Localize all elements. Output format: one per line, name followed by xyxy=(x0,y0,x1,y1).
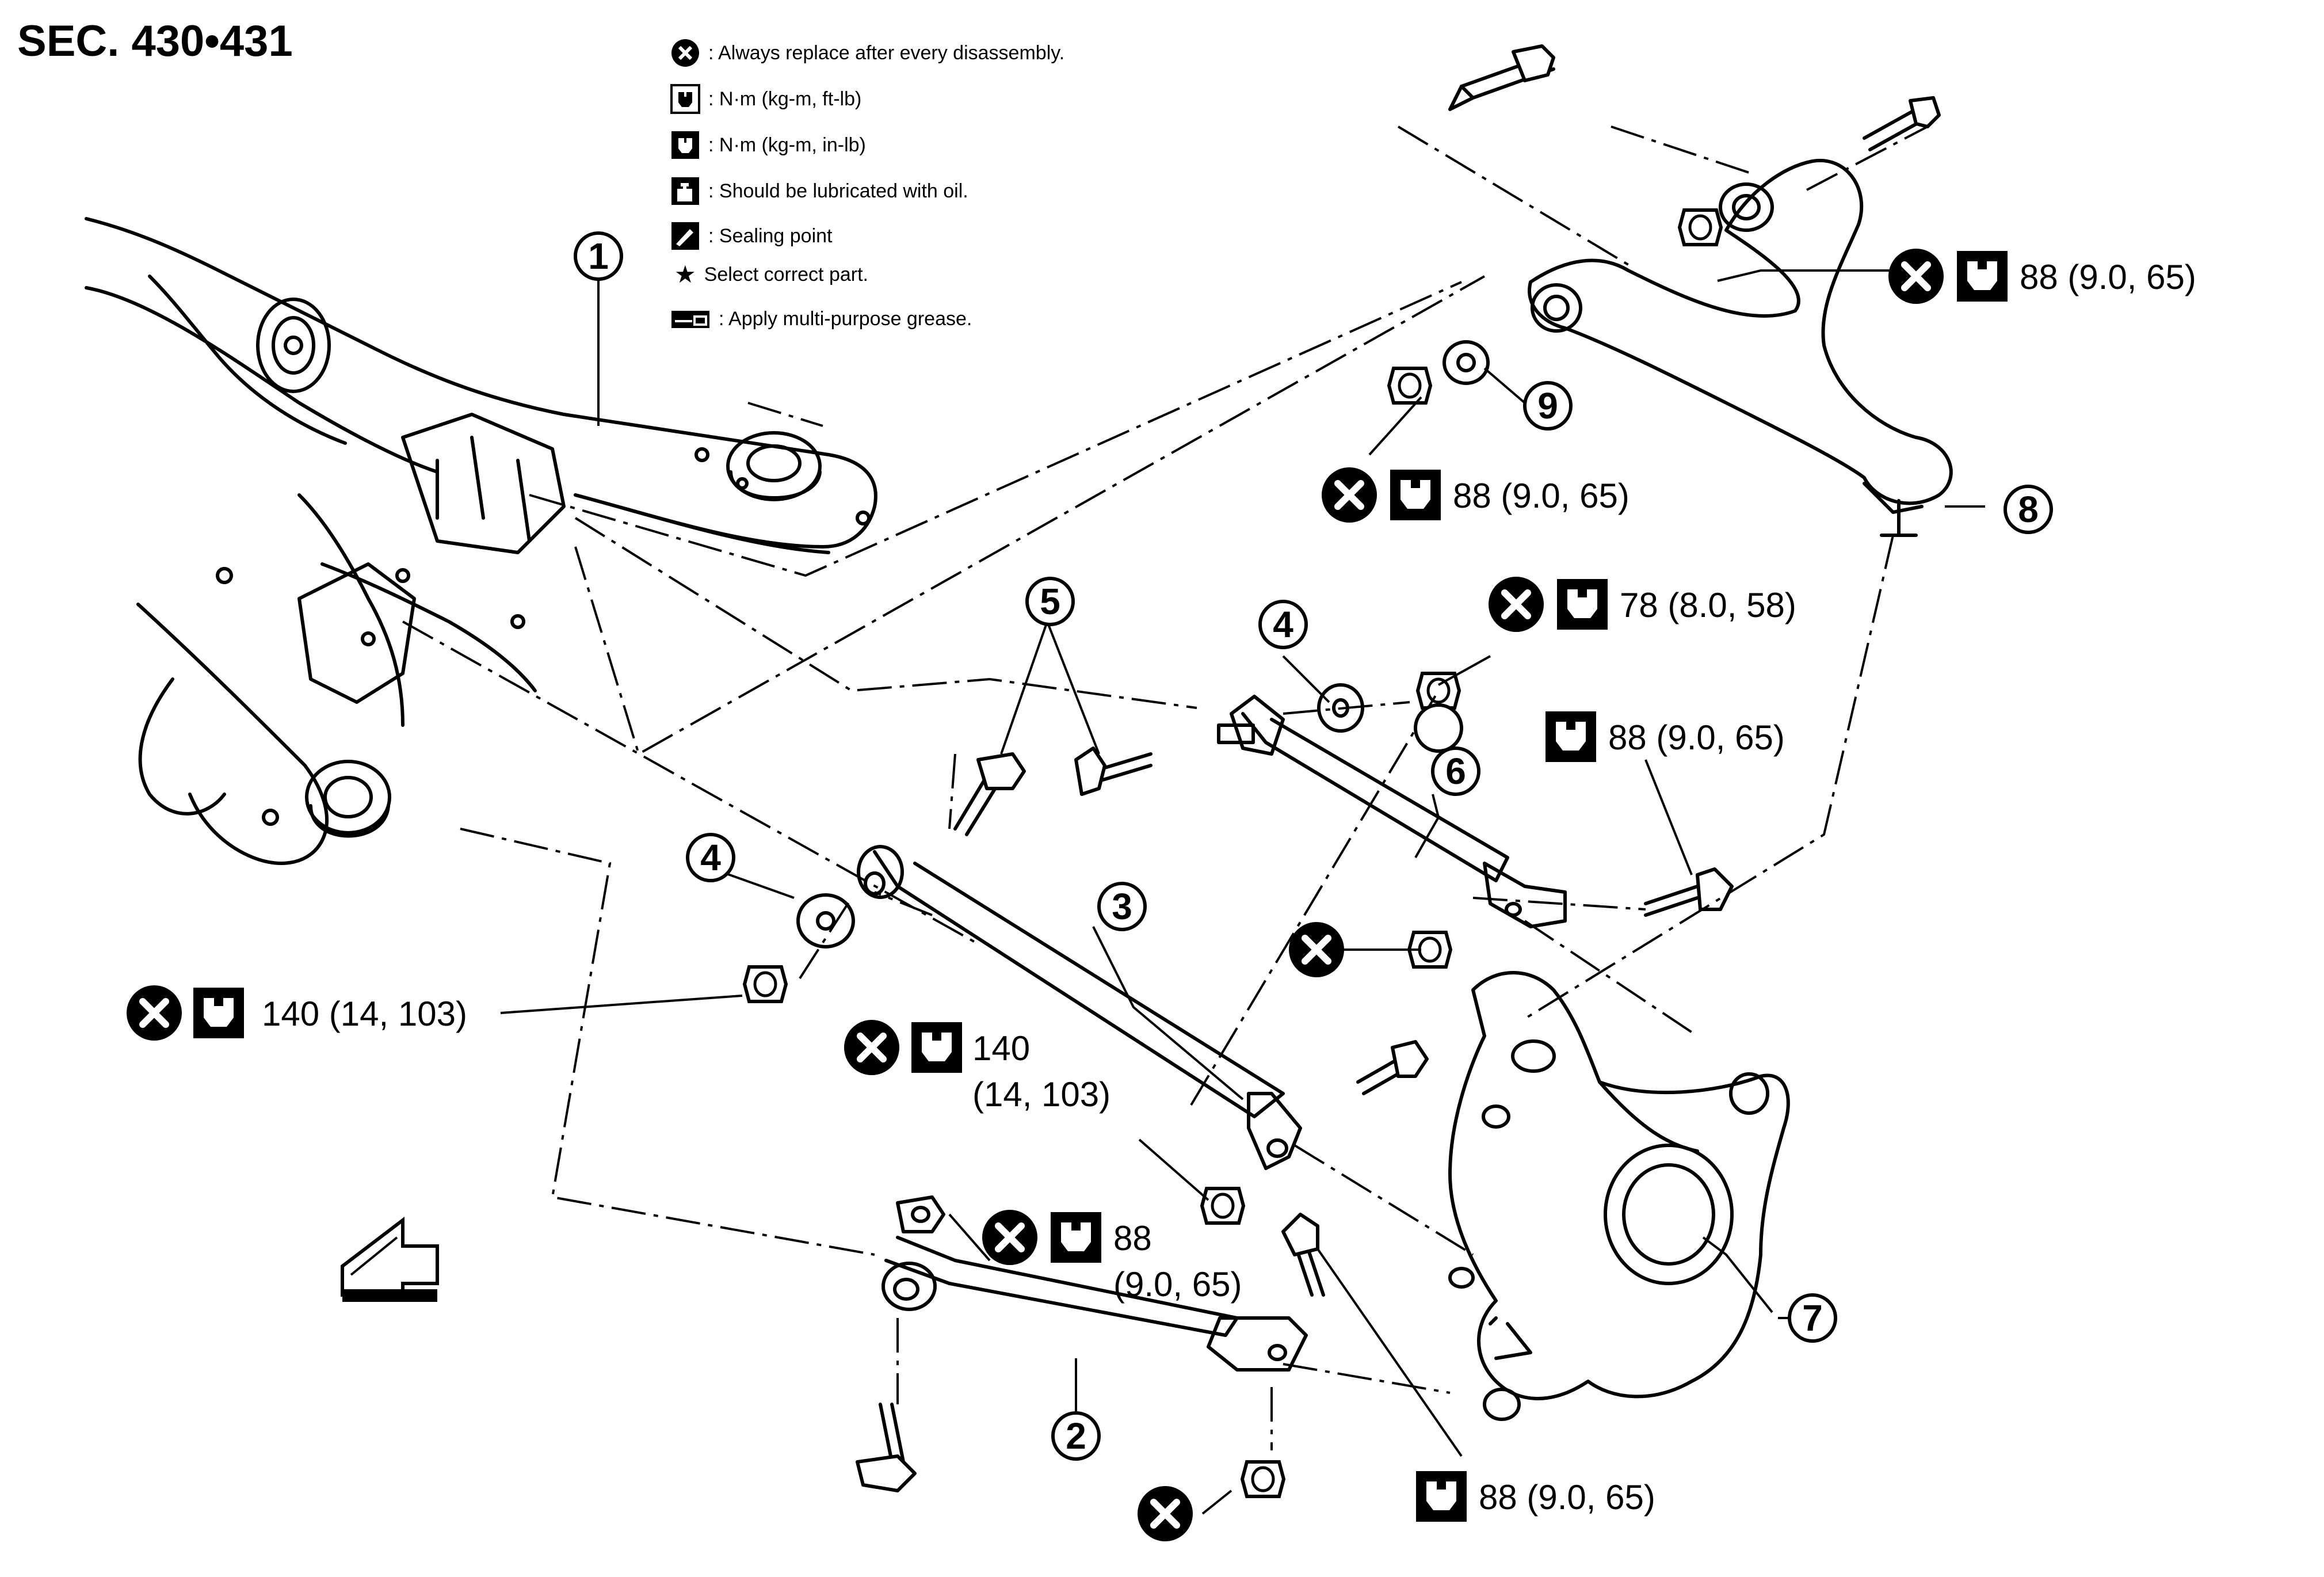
torque-wrench-icon xyxy=(1557,579,1608,630)
callout-1: 1 xyxy=(588,235,609,277)
suspension-member xyxy=(85,217,877,865)
bolts xyxy=(856,44,1941,1492)
torque-wrench-icon xyxy=(1390,470,1441,520)
replace-x-icon xyxy=(1489,577,1544,632)
callout-4-upper: 4 xyxy=(1273,604,1293,645)
replace-x-icon xyxy=(1289,922,1344,977)
front-direction-arrow xyxy=(341,1216,439,1302)
torque-lower-link-front: 140 (14, 103) xyxy=(262,995,467,1033)
legend-torque-inlb: : N·m (kg-m, in-lb) xyxy=(670,130,866,160)
torque-wrench-icon xyxy=(1957,251,2008,302)
replace-x-icon xyxy=(670,38,700,68)
legend-text: Select correct part. xyxy=(704,263,868,285)
replace-x-icon xyxy=(1322,467,1377,523)
grease-icon xyxy=(670,304,711,334)
torque-lateral-link-front-b: (9.0, 65) xyxy=(1113,1265,1242,1304)
star-icon: ★ xyxy=(674,261,696,288)
washers xyxy=(796,340,1490,1233)
oil-can-icon xyxy=(670,176,700,206)
torque-lateral-link-front-a: 88 xyxy=(1113,1219,1152,1258)
legend-select-part: ★ Select correct part. xyxy=(674,262,868,287)
torque-upper-arm-bolt: 88 (9.0, 65) xyxy=(2020,258,2196,296)
legend-text: : Should be lubricated with oil. xyxy=(708,180,968,202)
legend-text: : Apply multi-purpose grease. xyxy=(719,307,972,330)
callout-5: 5 xyxy=(1040,581,1060,622)
callout-3: 3 xyxy=(1112,886,1132,927)
upper-link xyxy=(1528,158,1953,537)
replace-x-icon xyxy=(844,1020,899,1075)
toe-link xyxy=(1217,695,1567,928)
legend-oil: : Should be lubricated with oil. xyxy=(670,176,968,206)
torque-upper-arm-nut: 88 (9.0, 65) xyxy=(1453,477,1630,515)
torque-toe-link-rear: 88 (9.0, 65) xyxy=(1608,718,1785,757)
torque-wrench-icon xyxy=(1545,711,1596,762)
torque-wrench-dark-icon xyxy=(670,130,700,160)
axle-knuckle xyxy=(1448,971,1790,1421)
replace-x-icon xyxy=(1138,1486,1193,1541)
assembly-lines xyxy=(402,125,1928,1450)
callout-circles xyxy=(574,231,2053,1461)
torque-wrench-icon xyxy=(1051,1212,1101,1263)
legend-text: : N·m (kg-m, ft-lb) xyxy=(708,87,862,110)
legend-sealing: : Sealing point xyxy=(670,221,833,251)
leader-lines xyxy=(500,269,1985,1515)
torque-wrench-icon xyxy=(670,84,700,114)
torque-lower-link-rear-a: 140 xyxy=(972,1029,1030,1068)
callout-7: 7 xyxy=(1802,1297,1823,1339)
callout-6: 6 xyxy=(1445,751,1466,792)
torque-lateral-link-rear: 88 (9.0, 65) xyxy=(1479,1478,1655,1517)
callout-2: 2 xyxy=(1066,1415,1086,1457)
legend-grease: : Apply multi-purpose grease. xyxy=(670,304,972,334)
legend-torque-ftlb: : N·m (kg-m, ft-lb) xyxy=(670,84,861,114)
torque-wrench-icon xyxy=(1416,1471,1467,1522)
torque-lower-link-rear-b: (14, 103) xyxy=(972,1075,1111,1114)
replace-x-icon xyxy=(127,985,182,1041)
torque-toe-link-front: 78 (8.0, 58) xyxy=(1620,586,1796,624)
callout-4-lower: 4 xyxy=(700,837,721,878)
legend-text: : N·m (kg-m, in-lb) xyxy=(708,134,866,156)
lateral-link xyxy=(881,1236,1308,1372)
callout-9: 9 xyxy=(1537,385,1558,426)
torque-wrench-icon xyxy=(193,988,244,1038)
lower-link xyxy=(857,845,1302,1170)
legend-text: : Sealing point xyxy=(708,224,833,247)
replace-x-icon xyxy=(1888,249,1944,304)
section-title: SEC. 430•431 xyxy=(17,17,293,66)
legend-text: : Always replace after every disassembly… xyxy=(708,41,1065,64)
torque-symbols xyxy=(193,251,2008,1522)
torque-wrench-icon xyxy=(911,1022,962,1073)
legend-replace: : Always replace after every disassembly… xyxy=(670,38,1064,68)
sealing-point-icon xyxy=(670,221,700,251)
callout-8: 8 xyxy=(2018,489,2039,530)
replace-x-icon xyxy=(982,1210,1037,1265)
